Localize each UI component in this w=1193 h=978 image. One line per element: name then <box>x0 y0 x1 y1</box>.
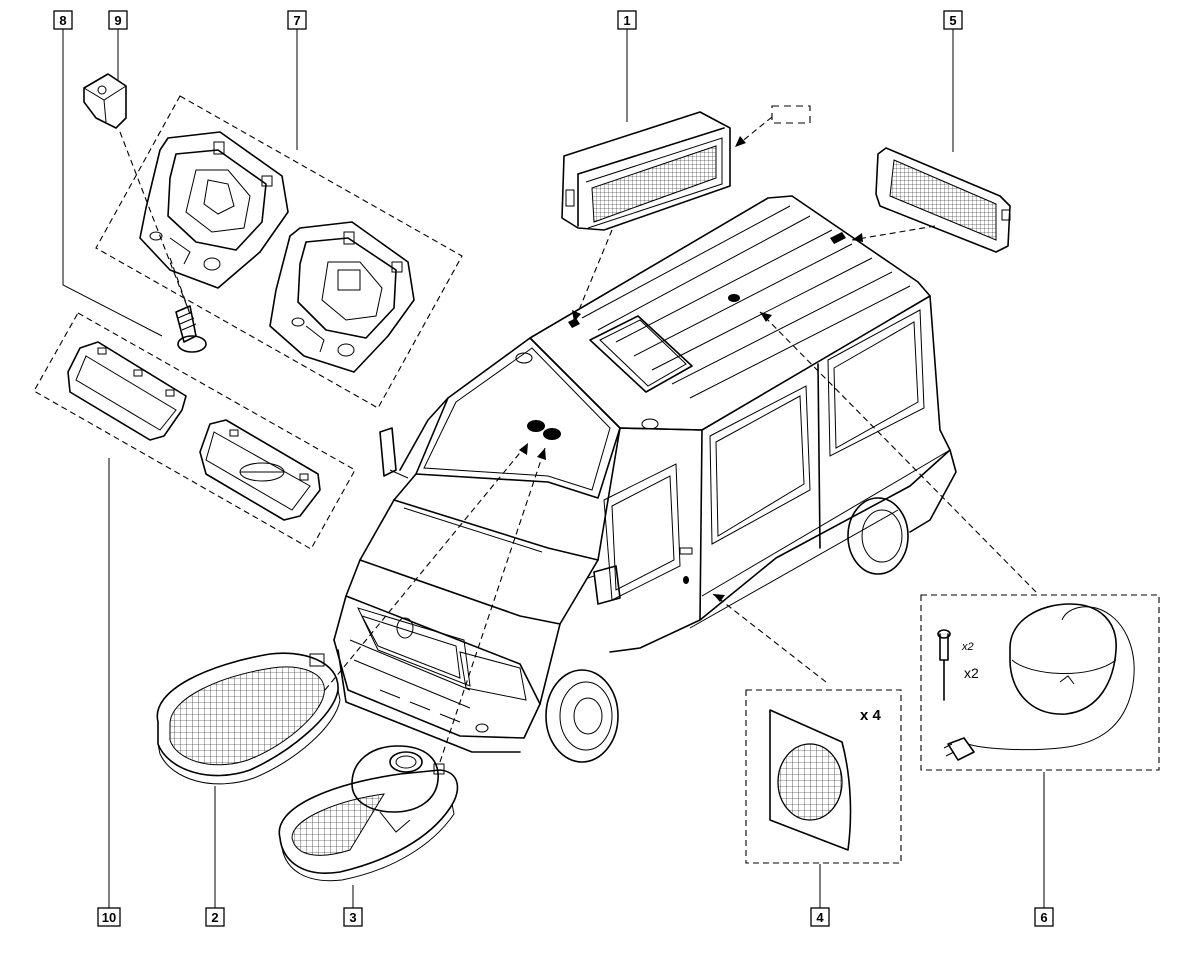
van-illustration <box>333 195 957 763</box>
svg-text:5: 5 <box>949 13 956 28</box>
leader-lines <box>62 29 1045 908</box>
part-6-dome-kit: x2 x2 <box>937 603 1135 761</box>
callout-6: 6 <box>1034 907 1054 927</box>
svg-text:8: 8 <box>59 13 66 28</box>
callout-10: 10 <box>97 907 121 927</box>
svg-text:6: 6 <box>1040 910 1047 925</box>
callout-7: 7 <box>287 10 307 30</box>
callout-9: 9 <box>108 10 128 30</box>
part-7-housings <box>139 131 415 373</box>
callout-5: 5 <box>943 10 963 30</box>
svg-text:1: 1 <box>623 13 630 28</box>
callout-4: 4 <box>810 907 830 927</box>
pointer-arrowheads <box>519 136 863 602</box>
grille-quantity-label: x 4 <box>860 707 882 724</box>
svg-text:2: 2 <box>211 910 218 925</box>
callout-1: 1 <box>617 10 637 30</box>
rivet-quantity-faded-label: x2 <box>961 641 974 653</box>
part-5-lamp-lens <box>875 147 1011 253</box>
svg-text:4: 4 <box>816 910 824 925</box>
part-1-lamp <box>561 111 731 231</box>
part-10-covers <box>67 341 321 521</box>
part-2-mesh-cover <box>156 652 341 785</box>
part-3-light-assembly <box>278 745 459 882</box>
callout-3: 3 <box>343 907 363 927</box>
part-4-grille: x 4 <box>769 707 882 851</box>
svg-text:3: 3 <box>349 910 356 925</box>
callout-8: 8 <box>53 10 73 30</box>
svg-text:7: 7 <box>293 13 300 28</box>
part-9-clip <box>83 73 127 129</box>
svg-text:10: 10 <box>102 910 116 925</box>
pointer-lines <box>119 116 1037 763</box>
part-8-screw <box>175 305 207 353</box>
group-frames <box>33 95 1160 864</box>
svg-text:9: 9 <box>114 13 121 28</box>
rivet-quantity-label: x2 <box>964 665 979 681</box>
callout-2: 2 <box>205 907 225 927</box>
